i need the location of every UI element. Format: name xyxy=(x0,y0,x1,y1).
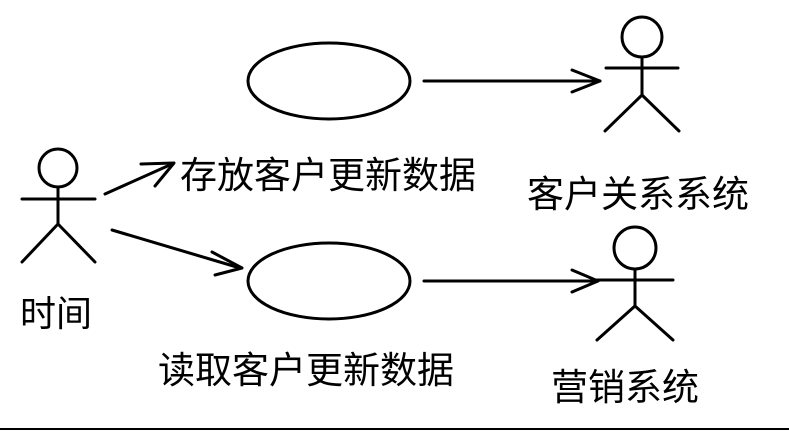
arrow-time-to-store xyxy=(103,161,176,196)
use-case-store-label: 存放客户更新数据 xyxy=(180,154,476,197)
use-case-read-ellipse xyxy=(246,241,412,321)
actor-marketing-figure xyxy=(595,225,675,342)
arrow-store-to-crm xyxy=(422,68,602,94)
bottom-border-line xyxy=(0,428,789,430)
actor-marketing-label: 营销系统 xyxy=(551,366,699,409)
arrow-time-to-read xyxy=(110,228,244,277)
actor-crm-label: 客户关系系统 xyxy=(527,173,749,216)
use-case-store-ellipse xyxy=(246,41,412,121)
arrow-read-to-marketing xyxy=(422,268,600,294)
actor-crm-figure xyxy=(603,15,681,133)
use-case-read-label: 读取客户更新数据 xyxy=(158,349,454,392)
actor-time-label: 时间 xyxy=(20,294,93,335)
actor-time-figure xyxy=(20,147,97,264)
